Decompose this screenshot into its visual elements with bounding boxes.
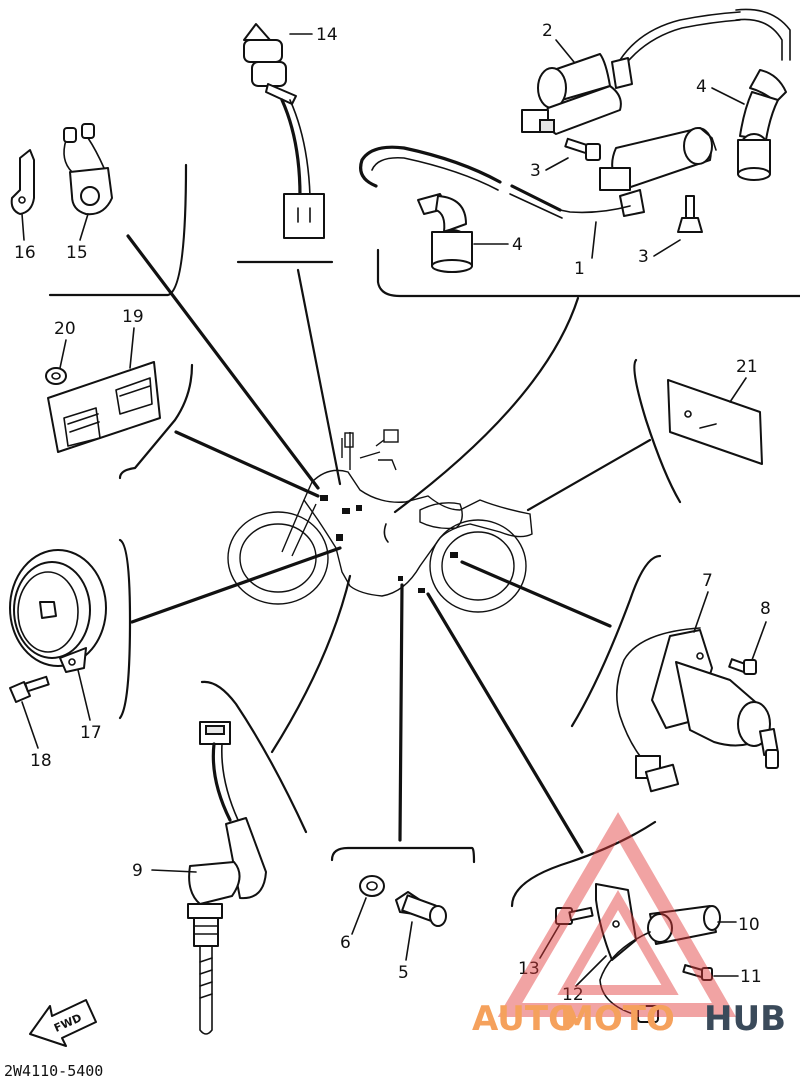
- callout-3-upper: 3: [530, 161, 541, 181]
- part-1-ignition-coil: [359, 127, 717, 219]
- callout-8: 8: [760, 599, 771, 619]
- callout-4-right: 4: [696, 77, 707, 97]
- callout-4-left: 4: [512, 235, 523, 255]
- front-fork: [281, 499, 317, 557]
- watermark-triangle-inner: [557, 890, 679, 995]
- part-18-bolt: [9, 675, 50, 703]
- part-9-sensor: [187, 721, 267, 1035]
- callout-10: 10: [738, 915, 760, 935]
- part-4-plug-cap-right: [737, 69, 787, 181]
- rear-wheel: [429, 519, 527, 613]
- callout-7: 7: [702, 571, 713, 591]
- watermark-logo: [497, 812, 737, 1017]
- callout-19: 19: [122, 307, 144, 327]
- watermark-text-auto: AUTO: [472, 999, 577, 1039]
- callout-15: 15: [66, 243, 88, 263]
- callout-labels: 1 2 3 3 4 4 5 6 7 8 9 10 11 12 13 14 15 …: [14, 21, 771, 1005]
- watermark-text-hub: HUB: [704, 999, 786, 1039]
- part-20-nut: [45, 367, 67, 385]
- front-wheel: [227, 511, 329, 605]
- bike-body-outline: [303, 469, 533, 597]
- callout-2: 2: [542, 21, 553, 41]
- callout-5: 5: [398, 963, 409, 983]
- callout-18: 18: [30, 751, 52, 771]
- callout-17: 17: [80, 723, 102, 743]
- callout-14: 14: [316, 25, 338, 45]
- callout-13: 13: [518, 959, 540, 979]
- handlebar-wiring: [341, 432, 397, 471]
- part-8-bolt: [728, 658, 757, 675]
- callout-16: 16: [14, 243, 36, 263]
- part-6-washer: [359, 875, 385, 897]
- watermark-text: AUTO MOTO HUB: [472, 999, 786, 1039]
- rear-wheel-inner: [441, 531, 515, 601]
- callout-21: 21: [736, 357, 758, 377]
- front-wheel-inner: [239, 523, 317, 593]
- part-17-horn: [9, 549, 107, 673]
- part-11-screw: [682, 964, 713, 981]
- callout-11: 11: [740, 967, 762, 987]
- part-16-bracket: [10, 149, 35, 215]
- callout-6: 6: [340, 933, 351, 953]
- part-19-reflector: [47, 361, 161, 453]
- watermark-text-moto: MOTO: [560, 999, 675, 1039]
- part-4-plug-cap-left: [417, 193, 473, 273]
- part-7-main-switch: [616, 627, 779, 793]
- leader-lines: [126, 234, 652, 854]
- part-3-bolt-upper: [564, 137, 601, 161]
- part-21-reflector: [667, 379, 763, 465]
- watermark-triangle-outer: [497, 812, 737, 1017]
- diagram-code: 2W4110-5400: [4, 1062, 103, 1080]
- callout-20: 20: [54, 319, 76, 339]
- part-13-bolt: [555, 906, 594, 925]
- part-12-bracket: [595, 883, 637, 961]
- part-15-relay: [63, 123, 113, 216]
- motorcycle-silhouette: [227, 429, 533, 613]
- callout-12: 12: [562, 985, 584, 1005]
- callout-1: 1: [574, 259, 585, 279]
- callout-9: 9: [132, 861, 143, 881]
- callout-3-lower: 3: [638, 247, 649, 267]
- group-brackets: [48, 163, 800, 908]
- part-2-ignition-coil: [521, 8, 791, 135]
- part-5-bolt: [395, 891, 447, 927]
- part-14-switch: [243, 23, 325, 239]
- mount-points: [320, 495, 458, 593]
- fuel-tank: [419, 502, 463, 530]
- fwd-arrow: FWD: [29, 999, 97, 1047]
- part-3-bolt-lower: [677, 195, 703, 233]
- part-10-relay: [599, 905, 721, 1023]
